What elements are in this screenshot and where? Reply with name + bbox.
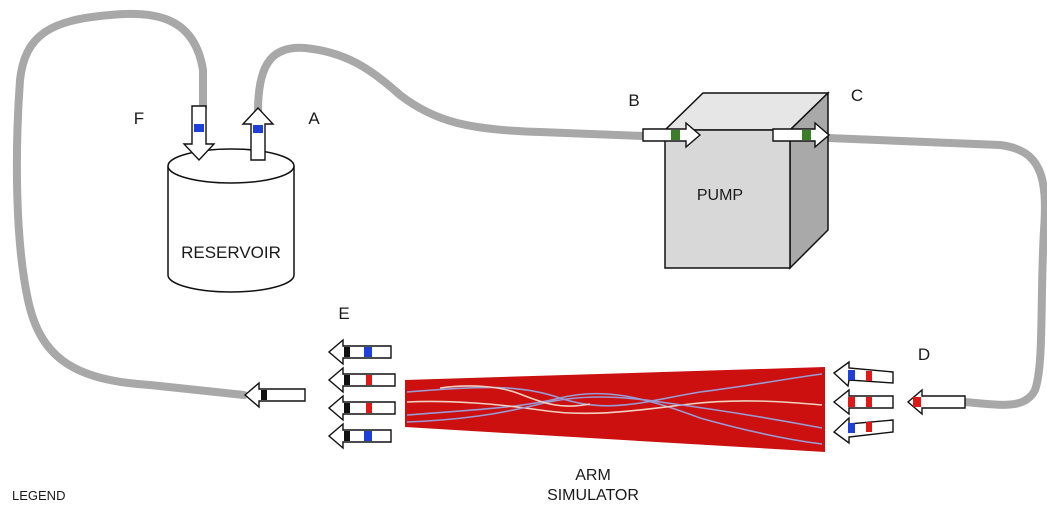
arm-body: [405, 367, 825, 452]
marker-e3-red: [366, 403, 372, 413]
pump-front-face: [664, 129, 791, 269]
arm-label-line2: SIMULATOR: [547, 487, 639, 504]
vessel-3: [406, 400, 823, 415]
port-b-arrow: [642, 121, 702, 149]
marker-d-mid-red2: [866, 397, 872, 407]
reservoir-label: RESERVOIR: [181, 243, 281, 262]
port-e-arrow-3: [327, 394, 396, 422]
port-e-arrow-4: [327, 422, 392, 450]
port-d-arrow-mid: [832, 388, 894, 416]
marker-d-top-blue: [848, 370, 855, 380]
port-e-arrow-2: [327, 366, 396, 394]
marker-e2-red: [366, 375, 372, 385]
label-f: F: [134, 109, 144, 128]
marker-e3-black: [344, 403, 350, 413]
marker-d-bottom-red: [866, 422, 872, 432]
marker-outlet-black: [261, 390, 267, 400]
tube-reservoir-to-pump: [254, 43, 647, 140]
tube-pump-to-arm: [824, 134, 1047, 409]
marker-d-top-red: [866, 371, 872, 381]
vessel-4: [406, 396, 823, 429]
marker-d-inlet-red: [913, 397, 921, 407]
marker-d-bottom-blue: [848, 423, 855, 433]
tubing: [12, 9, 1047, 409]
port-c-arrow: [772, 121, 831, 149]
marker-a-blue: [253, 125, 263, 133]
tube-arm-to-reservoir: [12, 9, 248, 399]
marker-e2-black: [344, 375, 350, 385]
port-a-arrow-up: [241, 106, 275, 161]
pump: PUMP: [663, 91, 830, 270]
reservoir: RESERVOIR: [167, 148, 295, 293]
marker-e1-blue: [364, 347, 372, 357]
label-b: B: [628, 91, 639, 110]
arm-vessels: [406, 373, 823, 445]
marker-b-green: [671, 130, 680, 140]
legend-label: LEGEND: [12, 488, 65, 503]
label-d: D: [918, 345, 930, 364]
arm-simulator: [405, 367, 825, 452]
outlet-arrow: [243, 381, 306, 409]
label-c: C: [851, 86, 863, 105]
arm-label-line1: ARM: [575, 467, 611, 484]
marker-f-blue: [194, 124, 204, 132]
reservoir-body: [167, 166, 295, 293]
marker-e4-black: [344, 431, 350, 441]
port-e-arrow-1: [327, 338, 392, 366]
label-e: E: [338, 304, 349, 323]
port-f-arrow-down: [182, 105, 216, 162]
port-d-inlet-arrow: [906, 388, 966, 416]
vessel-2: [406, 392, 823, 445]
reservoir-top: [167, 148, 295, 184]
marker-e4-blue: [364, 431, 372, 441]
marker-c-green: [802, 130, 811, 140]
port-d-arrow-top: [832, 360, 894, 388]
vessel-5: [439, 385, 591, 407]
port-d-arrow-bottom: [832, 416, 894, 445]
marker-d-mid-red1: [848, 397, 855, 407]
pump-label: PUMP: [697, 187, 743, 204]
label-a: A: [308, 109, 320, 128]
marker-e1-black: [344, 347, 350, 357]
